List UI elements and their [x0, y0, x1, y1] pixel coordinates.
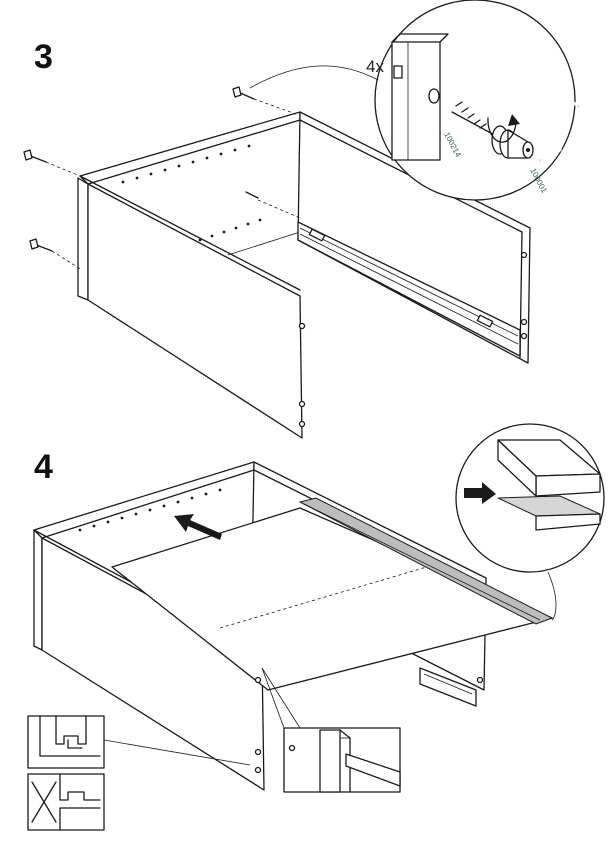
- step-4-number: 4: [34, 448, 53, 486]
- step-3-drawer-frame: [77, 111, 531, 439]
- screw-icon: [451, 101, 534, 159]
- step-4-edge-callout: [261, 667, 401, 793]
- step-4-drawer-frame: [33, 461, 554, 791]
- back-panel-holes: [121, 144, 262, 242]
- quantity-label: 4x: [366, 57, 384, 76]
- back-panel-holes-step4: [78, 488, 222, 532]
- step-3-callout: 4x 100214 100001: [249, 0, 579, 201]
- correct-fit-icon: [27, 715, 251, 769]
- drawer-runner: [297, 221, 521, 357]
- push-arrow-icon: [174, 514, 222, 540]
- hex-key-icon: [539, 95, 579, 162]
- incorrect-fit-icon: [27, 773, 105, 831]
- screw-icon: [23, 86, 297, 271]
- step-3-number: 3: [34, 38, 53, 76]
- step-4-rail-callout: [455, 423, 605, 621]
- rotate-arrow-icon: [487, 117, 517, 143]
